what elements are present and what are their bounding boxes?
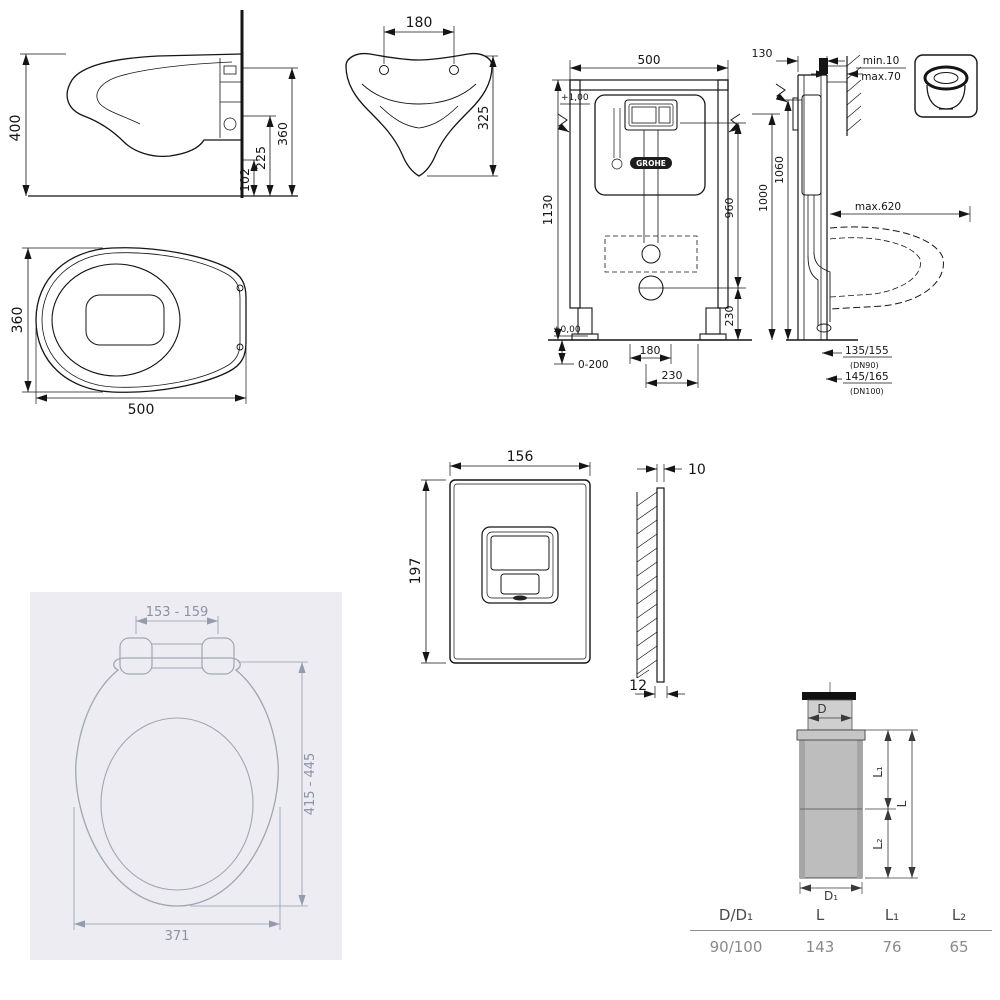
pan-top-outline	[35, 247, 247, 393]
grohe-logo-text: GROHE	[636, 159, 666, 168]
dim-outlet-230: 230	[723, 306, 736, 327]
grohe-logo: GROHE	[630, 157, 672, 169]
frame-side-view	[775, 54, 944, 340]
dim-frame-1130: 1130	[541, 195, 555, 226]
pipe-table-value-row: 90/100 143 76 65	[690, 931, 992, 956]
dim-225: 225	[253, 146, 268, 170]
dim-depth-130: 130	[752, 47, 773, 60]
pipe-collar	[796, 729, 866, 741]
dim-360-top: 360	[10, 307, 26, 334]
flush-plate-front	[449, 479, 591, 664]
drain-pipe-drawing: D D₁ L₁ L₂ L	[796, 682, 918, 902]
dim-seat-length: 415 - 445	[303, 753, 318, 816]
wall-max-label: max.70	[861, 71, 901, 83]
pipe-table-value: 65	[949, 938, 969, 956]
pipe-label-d1: D₁	[824, 889, 838, 902]
dim-seat-hinge: 153 - 159	[146, 605, 209, 620]
pipe-dim-lines	[799, 714, 918, 894]
outlet-dn100-value: 145/165	[845, 371, 889, 383]
dim-102: 102	[237, 168, 252, 192]
pan-top-view-drawing: 360 500	[10, 247, 247, 418]
dim-960: 960	[723, 198, 736, 219]
dim-325: 325	[477, 106, 492, 131]
dim-plate-12: 12	[629, 678, 647, 694]
pipe-table-header-row: D/D₁ L L₁ L₂	[690, 906, 992, 931]
flush-plate-side	[636, 487, 665, 683]
pipe-table-value: 90/100	[709, 938, 763, 956]
pan-side-outline	[28, 10, 298, 198]
dim-500-top: 500	[128, 402, 155, 418]
seat-dim-lines	[73, 616, 308, 930]
pipe-label-l: L	[895, 800, 909, 807]
pipe-table-header: D/D₁	[718, 906, 754, 924]
pipe-table-value: 143	[805, 938, 835, 956]
outlet-dn100-note: (DN100)	[850, 387, 884, 396]
level-plus-100: +1,00	[561, 93, 589, 103]
dim-frame-500: 500	[638, 53, 661, 67]
outlet-dn90-value: 135/155	[845, 345, 889, 357]
dim-plate-156: 156	[507, 449, 534, 465]
pipe-dimension-table: D/D₁ L L₁ L₂ 90/100 143 76 65	[690, 906, 992, 956]
level-zero: ±0,00	[553, 325, 581, 335]
pipe-table-value: 76	[882, 938, 902, 956]
pipe-table-header: L₂	[951, 906, 967, 924]
frame-dim-lines	[552, 56, 971, 388]
pipe-label-l1: L₁	[871, 766, 885, 778]
frame-front-view	[557, 79, 741, 341]
pipe-seal	[802, 692, 856, 700]
wall-min-label: min.10	[863, 55, 900, 67]
seat-panel-background	[30, 592, 342, 960]
installation-frame-drawing: GROHE	[541, 47, 978, 396]
pipe-spigot	[807, 699, 853, 731]
pipe-label-l2: L₂	[871, 838, 885, 850]
pan-front-view-drawing: 180 325	[345, 15, 498, 177]
dim-plate-10: 10	[688, 462, 706, 478]
dim-1000: 1000	[757, 184, 770, 212]
dim-1060: 1060	[773, 156, 786, 184]
outlet-dn90-note: (DN90)	[850, 361, 879, 370]
dim-360-side: 360	[275, 122, 290, 146]
pipe-table-header: L₁	[884, 906, 900, 924]
pan-front-dim-lines	[383, 26, 498, 177]
toilet-seat-drawing: 153 - 159 415 - 445 371	[30, 592, 342, 960]
dim-bottom-180: 180	[640, 344, 661, 357]
dim-plate-197: 197	[408, 558, 424, 585]
pipe-table-header: L	[815, 906, 825, 924]
dim-seat-width: 371	[165, 929, 190, 944]
pipe-socket	[799, 729, 863, 879]
pipe-body	[796, 682, 866, 879]
flush-plate-drawing: 156 197 10 12	[408, 449, 706, 698]
pan-type-icon	[914, 54, 978, 118]
flush-plate-dim-lines	[421, 462, 685, 698]
dim-max-620: max.620	[855, 201, 901, 213]
dim-foot-range: 0-200	[578, 359, 609, 371]
dim-400: 400	[8, 115, 24, 142]
pan-top-dim-lines	[22, 247, 247, 404]
seat-outline	[75, 637, 279, 907]
dim-bottom-230: 230	[662, 369, 683, 382]
pipe-label-d: D	[817, 702, 826, 716]
pan-front-outline	[345, 52, 493, 177]
pan-side-view-drawing: 400 102 225 360	[8, 10, 298, 198]
pan-side-dim-lines	[20, 53, 298, 196]
dim-180-holes: 180	[406, 15, 433, 31]
